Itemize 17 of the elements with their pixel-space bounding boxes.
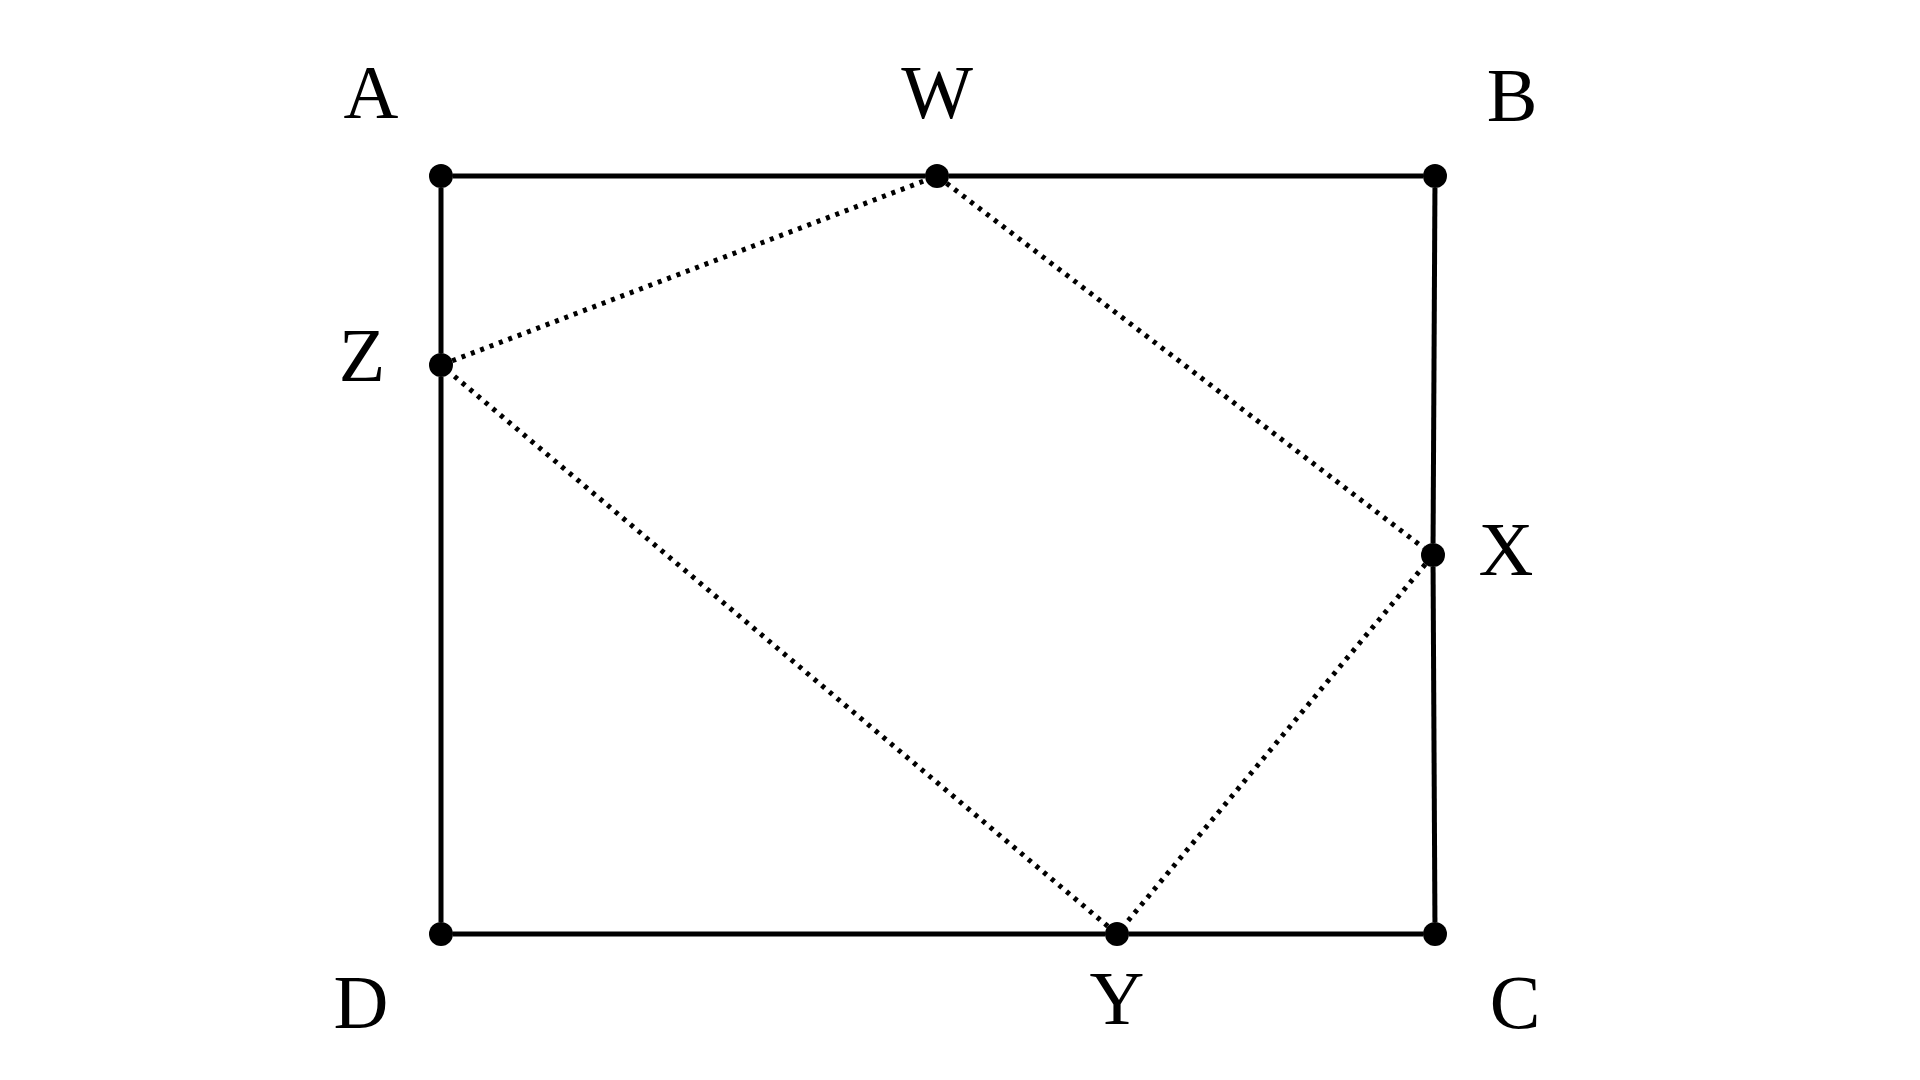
- point-label: B: [1486, 57, 1538, 133]
- point-label: C: [1489, 964, 1541, 1040]
- point-label: D: [333, 964, 389, 1040]
- point-label: Z: [338, 317, 386, 393]
- line-segment: [1129, 931, 1423, 937]
- line-segment: [453, 931, 1105, 937]
- point-label: A: [343, 54, 399, 130]
- point-label: W: [901, 54, 973, 130]
- line-segment: [438, 377, 444, 922]
- line-segment: [1430, 188, 1438, 543]
- point-label: X: [1478, 511, 1534, 587]
- dotted-line: [451, 177, 927, 364]
- line-segment: [453, 173, 925, 179]
- line-segment: [438, 188, 444, 353]
- point-label: Y: [1089, 960, 1145, 1036]
- line-segment: [949, 173, 1423, 179]
- line-segment: [1430, 567, 1438, 922]
